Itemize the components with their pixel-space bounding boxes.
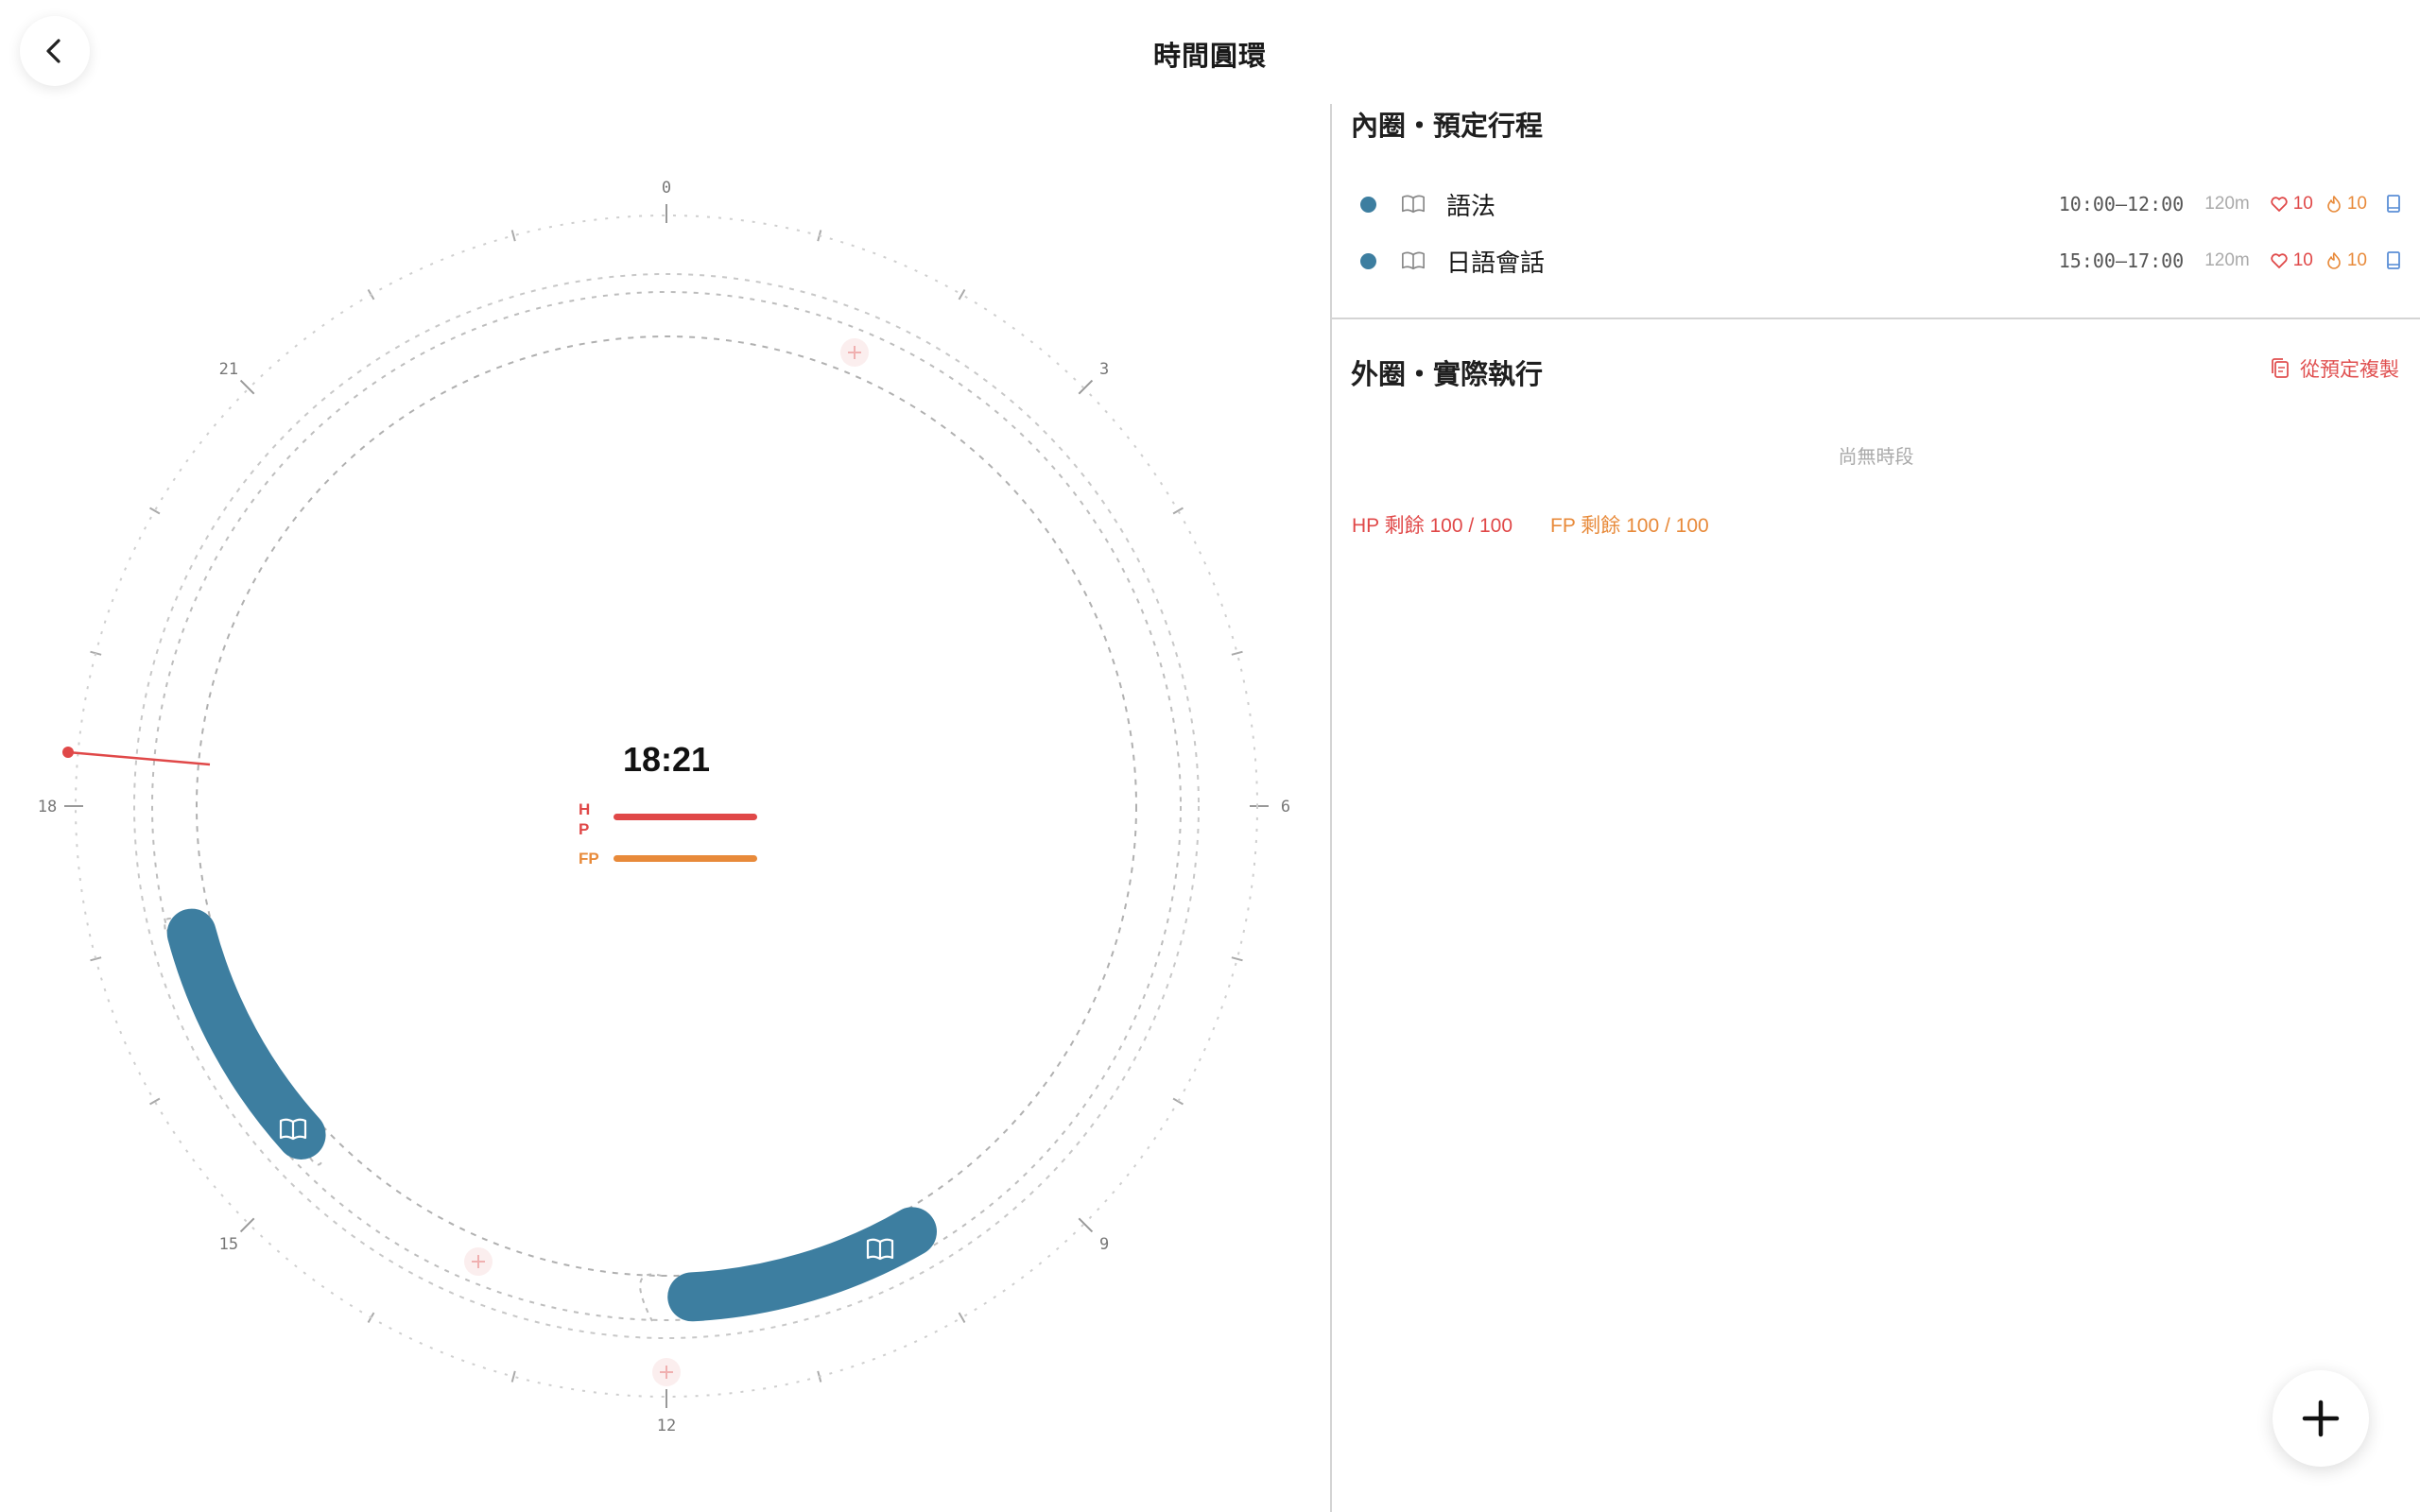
fp-remaining: FP 剩餘 100 / 100	[1550, 515, 1709, 537]
page-title: 時間圓環	[1152, 42, 1267, 72]
current-time-dot	[62, 747, 74, 758]
hp-meter-label: HP	[579, 799, 590, 839]
hour-label: 18	[38, 798, 57, 816]
hour-tick	[1231, 956, 1243, 962]
planned-segment-conversation[interactable]	[166, 908, 326, 1160]
hour-label: 9	[1099, 1235, 1109, 1254]
time-ring-canvas[interactable]: 0 3 6 9 12 15 18 21	[0, 0, 1330, 1512]
segment-connector	[639, 1273, 663, 1322]
hour-tick	[1078, 1217, 1094, 1233]
vertical-divider	[1330, 104, 1332, 1512]
schedule-hp: 10	[2271, 250, 2313, 271]
schedule-fp: 10	[2326, 250, 2367, 271]
back-button[interactable]	[20, 16, 90, 86]
hour-label: 12	[657, 1417, 676, 1435]
book-icon	[866, 1238, 894, 1261]
hp-label-text: HP	[579, 800, 591, 838]
outer-ring-guide	[75, 215, 1258, 1398]
hp-meter-bar	[614, 814, 757, 820]
flame-icon	[2327, 252, 2341, 269]
schedule-hp-value: 10	[2292, 250, 2313, 270]
chevron-left-icon	[46, 39, 60, 63]
book-icon	[1401, 249, 1426, 273]
hp-remaining: HP 剩餘 100 / 100	[1352, 515, 1513, 537]
add-slot-button[interactable]	[840, 338, 869, 367]
segment-connector	[309, 1157, 324, 1166]
schedule-time: 15:00–17:00	[2058, 249, 2185, 272]
add-slot-button[interactable]	[652, 1358, 681, 1386]
notebook-icon	[2387, 195, 2400, 213]
actual-ring-track[interactable]	[133, 273, 1200, 1339]
schedule-duration: 120m	[2204, 250, 2250, 270]
note-button[interactable]	[2386, 251, 2401, 270]
hour-tick	[1231, 650, 1243, 656]
hour-tick	[958, 1312, 966, 1323]
book-icon	[279, 1118, 307, 1141]
copy-from-plan-label: 從預定複製	[2300, 359, 2399, 381]
hour-label: 0	[662, 179, 671, 198]
hour-tick	[90, 956, 102, 962]
hour-tick	[149, 1097, 161, 1106]
add-slot-button[interactable]	[464, 1247, 493, 1276]
hour-tick	[958, 289, 966, 301]
actual-section-title: 外圈・實際執行	[1351, 360, 1544, 390]
fp-meter-label: FP	[579, 850, 599, 868]
heart-icon	[2271, 197, 2288, 212]
heart-icon	[2271, 253, 2288, 268]
plus-icon	[2302, 1400, 2340, 1437]
schedule-duration: 120m	[2204, 194, 2250, 214]
schedule-title: 日語會話	[1446, 248, 1546, 277]
hour-label: 21	[219, 360, 238, 379]
hour-tick	[149, 507, 161, 515]
note-button[interactable]	[2386, 195, 2401, 214]
hour-label: 3	[1099, 360, 1109, 379]
segment-connector	[164, 918, 190, 932]
hour-tick	[510, 230, 516, 242]
add-button[interactable]	[2273, 1370, 2369, 1467]
planned-segment-grammar[interactable]	[667, 1207, 937, 1322]
time-ring[interactable]: 0 3 6 9 12 15 18 21 18:21 HP FP	[0, 0, 1330, 1512]
schedule-dot	[1360, 252, 1376, 269]
notebook-icon	[2387, 251, 2400, 269]
current-time: 18:21	[622, 740, 711, 779]
section-divider	[1332, 318, 2420, 319]
fp-meter-bar	[614, 855, 757, 862]
schedule-fp-value: 10	[2346, 250, 2367, 270]
schedule-hp-value: 10	[2292, 194, 2313, 214]
schedule-fp-value: 10	[2346, 194, 2367, 214]
schedule-row[interactable]: 日語會話 15:00–17:00 120m 10 10	[1351, 242, 2401, 280]
copy-icon	[2272, 358, 2289, 378]
actual-ring-track-inner[interactable]	[151, 291, 1182, 1321]
hour-label: 6	[1281, 798, 1290, 816]
book-icon	[1401, 192, 1426, 216]
empty-state-text: 尚無時段	[1838, 447, 1914, 468]
flame-icon	[2327, 196, 2341, 213]
schedule-dot	[1360, 196, 1376, 213]
hour-tick	[1172, 507, 1184, 515]
copy-from-plan-button[interactable]: 從預定複製	[2270, 354, 2399, 383]
hour-label: 15	[219, 1235, 238, 1254]
schedule-title: 語法	[1446, 191, 1496, 220]
hour-tick	[510, 1370, 516, 1383]
schedule-row[interactable]: 語法 10:00–12:00 120m 10 10	[1351, 185, 2401, 223]
hour-tick	[1078, 379, 1094, 395]
schedule-fp: 10	[2326, 194, 2367, 215]
schedule-hp: 10	[2271, 194, 2313, 215]
hour-tick	[1172, 1097, 1184, 1106]
hour-tick	[239, 1217, 255, 1233]
planned-ring-track[interactable]	[196, 335, 1137, 1277]
planned-section-title: 內圈・預定行程	[1351, 112, 1544, 142]
current-time-needle	[67, 750, 211, 766]
hour-tick	[239, 379, 255, 395]
schedule-time: 10:00–12:00	[2058, 193, 2185, 215]
